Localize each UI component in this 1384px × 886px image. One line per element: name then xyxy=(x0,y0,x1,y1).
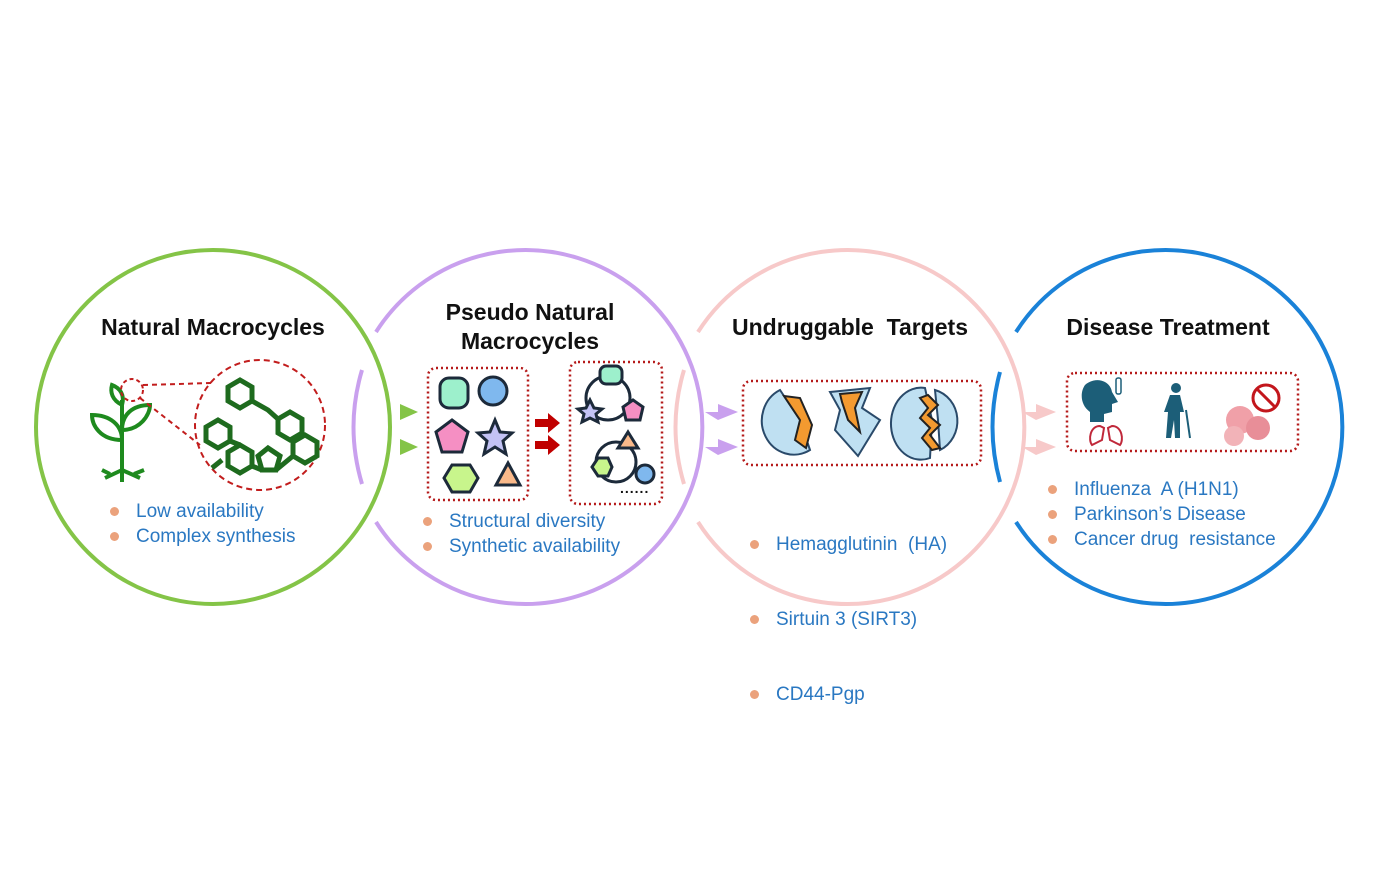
pseudo-bullets: Structural diversity Synthetic availabil… xyxy=(423,509,620,559)
disease-circle xyxy=(1014,248,1345,606)
bullet-text: Sirtuin 3 (SIRT3) xyxy=(776,609,918,630)
stage-title-natural: Natural Macrocycles xyxy=(101,314,325,340)
fragment-shapes xyxy=(434,375,523,494)
pseudo-inner-arc xyxy=(351,369,364,485)
bullet-text: Synthetic availability xyxy=(449,536,621,557)
arrows-green xyxy=(390,404,418,455)
disease-bullets: Influenza A (H1N1) Parkinson’s Disease C… xyxy=(1048,477,1276,552)
protein-binding-icon xyxy=(760,386,959,461)
flu-icon xyxy=(1081,377,1123,447)
bullet-text: Cancer drug resistance xyxy=(1074,529,1276,550)
stage-title-disease: Disease Treatment xyxy=(1066,314,1270,340)
bullet-icon xyxy=(750,540,759,549)
red-arrows xyxy=(535,413,560,455)
cancer-resistance-icon xyxy=(1224,383,1281,446)
targets-bullets: Hemagglutinin (HA) Sirtuin 3 (SIRT3) CD4… xyxy=(750,482,947,732)
list-item: CD44-Pgp xyxy=(750,682,947,707)
natural-circle xyxy=(34,248,392,606)
list-item: Structural diversity xyxy=(423,509,620,534)
pseudo-circle xyxy=(374,248,705,606)
list-item: Parkinson’s Disease xyxy=(1048,502,1276,527)
bullet-icon xyxy=(110,507,119,516)
fragments-box xyxy=(426,366,530,502)
stage-title-targets: Undruggable Targets xyxy=(732,314,968,340)
list-item: Complex synthesis xyxy=(110,524,295,549)
bullet-text: Influenza A (H1N1) xyxy=(1074,479,1239,500)
bullet-icon xyxy=(423,542,432,551)
targets-inner-arc xyxy=(673,369,686,485)
bullet-icon xyxy=(1048,510,1057,519)
bullet-text: Parkinson’s Disease xyxy=(1074,504,1246,525)
macrocycle-molecule-icon xyxy=(203,377,320,476)
arrows-purple xyxy=(705,404,738,455)
targets-box xyxy=(741,379,983,467)
bullet-icon xyxy=(1048,485,1057,494)
list-item: Cancer drug resistance xyxy=(1048,527,1276,552)
list-item: Sirtuin 3 (SIRT3) xyxy=(750,607,947,632)
stage-title-pseudo-line2: Macrocycles xyxy=(460,328,600,354)
stage-title-pseudo: Pseudo Natural Macrocycles xyxy=(380,298,680,356)
assembled-box xyxy=(568,360,664,506)
bullet-text: Hemagglutinin (HA) xyxy=(776,534,948,555)
bullet-text: CD44-Pgp xyxy=(776,684,865,705)
bullet-icon xyxy=(423,517,432,526)
macrocycle-shapes xyxy=(574,364,656,485)
stage-title-pseudo-line1: Pseudo Natural xyxy=(445,299,615,325)
bullet-icon xyxy=(110,532,119,541)
bullet-icon xyxy=(750,615,759,624)
bullet-icon xyxy=(750,690,759,699)
disease-inner-arc xyxy=(990,371,1002,483)
bullet-text: Structural diversity xyxy=(449,511,606,532)
bullet-text: Complex synthesis xyxy=(136,526,296,547)
disease-box xyxy=(1065,371,1300,453)
list-item: Influenza A (H1N1) xyxy=(1048,477,1276,502)
ellipsis: ...... xyxy=(620,480,650,496)
zoom-circle-small xyxy=(120,378,144,402)
targets-circle xyxy=(696,248,1027,606)
list-item: Low availability xyxy=(110,499,295,524)
list-item: Hemagglutinin (HA) xyxy=(750,532,947,557)
list-item: Synthetic availability xyxy=(423,534,620,559)
bullet-icon xyxy=(1048,535,1057,544)
natural-bullets: Low availability Complex synthesis xyxy=(110,499,295,549)
bullet-text: Low availability xyxy=(136,501,264,522)
zoom-circle-large xyxy=(194,359,326,491)
parkinsons-icon xyxy=(1164,383,1191,439)
arrows-pink xyxy=(1022,404,1056,455)
zoom-lines xyxy=(139,382,213,446)
